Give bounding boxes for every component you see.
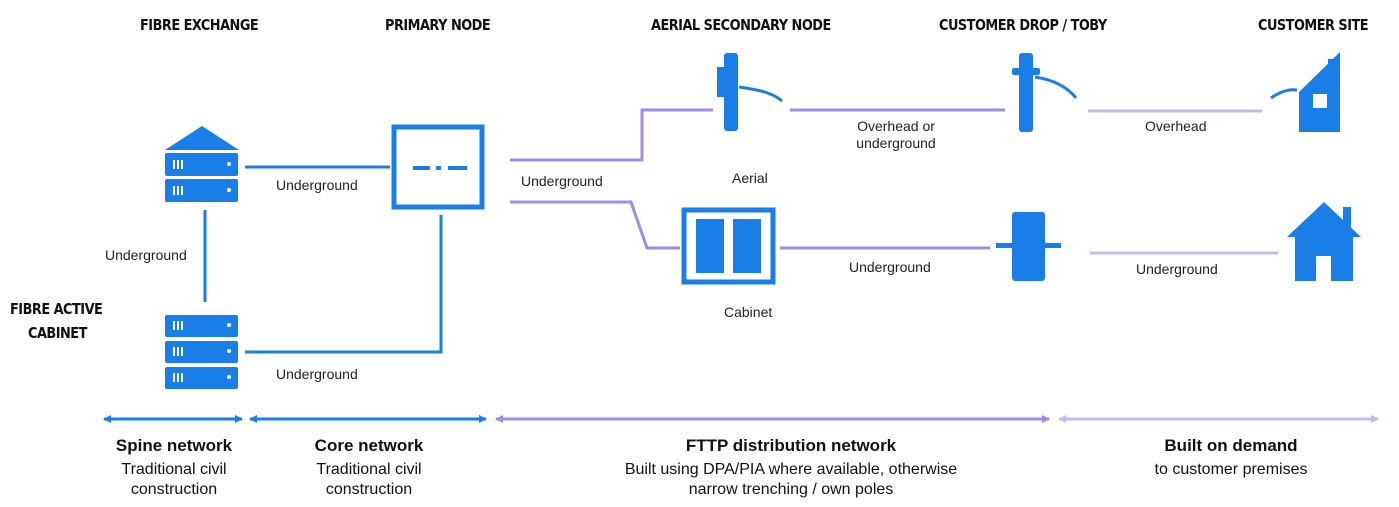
label-exchange-primary: Underground xyxy=(276,177,358,193)
label-cabinet-drop: Underground xyxy=(849,259,931,275)
segment-fttp-desc: Built using DPA/PIA where available, oth… xyxy=(551,460,1031,500)
segment-on-demand-desc: to customer premises xyxy=(1116,460,1346,480)
header-fibre-active-cabinet-line1: FIBRE ACTIVE xyxy=(10,300,103,318)
segment-on-demand-line1: to customer premises xyxy=(1154,461,1308,478)
customer-site-underground-house-icon xyxy=(1287,202,1361,281)
segment-spine-line2: construction xyxy=(130,481,218,498)
label-aerial-drop-line1: Overhead or xyxy=(857,118,935,134)
aerial-pole-icon xyxy=(717,53,783,131)
segment-spine-line1: Traditional civil xyxy=(121,461,227,478)
link-cabinet-primary xyxy=(245,215,443,354)
label-aerial-node: Aerial xyxy=(732,170,768,186)
fibre-active-cabinet-icon xyxy=(165,315,238,389)
segment-on-demand-title: Built on demand xyxy=(1164,436,1298,455)
street-cabinet-icon xyxy=(681,207,776,285)
segment-fttp-line2: narrow trenching / own poles xyxy=(688,481,894,498)
header-customer-site: CUSTOMER SITE xyxy=(1258,16,1369,34)
link-primary-aerial xyxy=(510,108,713,162)
header-customer-drop: CUSTOMER DROP / TOBY xyxy=(939,16,1107,34)
label-aerial-drop-line2: underground xyxy=(856,135,936,151)
label-cabinet-primary: Underground xyxy=(276,366,358,382)
segment-core-title: Core network xyxy=(314,436,424,455)
segment-core-desc: Traditional civil construction xyxy=(279,460,459,500)
site-links xyxy=(1088,109,1278,255)
primary-node-icon xyxy=(391,124,485,210)
segment-core-line1: Traditional civil xyxy=(316,461,422,478)
label-primary-distribution: Underground xyxy=(521,173,603,189)
segment-core-line2: construction xyxy=(325,481,413,498)
label-exchange-cabinet: Underground xyxy=(105,247,187,263)
header-aerial-secondary-node: AERIAL SECONDARY NODE xyxy=(651,16,831,34)
customer-drop-pole-icon xyxy=(1012,53,1078,132)
label-drop-site-overhead: Overhead xyxy=(1145,118,1207,134)
label-drop-site-underground: Underground xyxy=(1136,261,1218,277)
distribution-links xyxy=(510,108,1005,250)
label-aerial-drop: Overhead or underground xyxy=(846,118,946,152)
fibre-exchange-icon xyxy=(165,126,239,202)
label-cabinet-node: Cabinet xyxy=(724,304,773,320)
customer-drop-joint-icon xyxy=(996,212,1061,281)
header-fibre-exchange: FIBRE EXCHANGE xyxy=(140,16,259,34)
customer-site-overhead-house-icon xyxy=(1270,52,1340,132)
segment-fttp-line1: Built using DPA/PIA where available, oth… xyxy=(624,461,958,478)
segment-spine-desc: Traditional civil construction xyxy=(84,460,264,500)
core-links xyxy=(203,165,443,354)
header-primary-node: PRIMARY NODE xyxy=(385,16,491,34)
segment-fttp-title: FTTP distribution network xyxy=(685,436,897,455)
header-fibre-active-cabinet-line2: CABINET xyxy=(28,324,87,342)
segment-spine-title: Spine network xyxy=(115,436,233,455)
link-primary-cabinet xyxy=(510,200,680,250)
